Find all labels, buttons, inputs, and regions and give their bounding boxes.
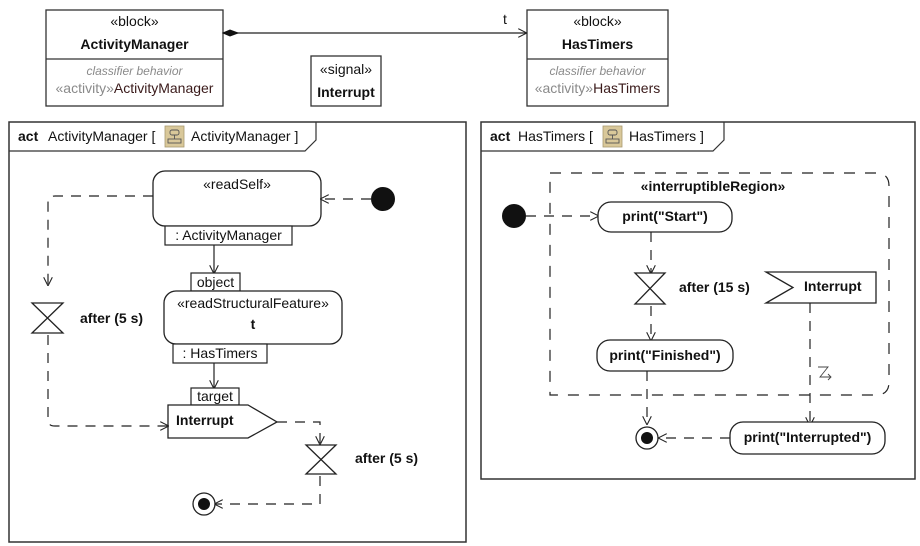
diagram-name: HasTimers [	[518, 128, 593, 144]
classifier-behavior: «activity»HasTimers	[527, 80, 668, 96]
diagram-context[interactable]: HasTimers ]	[629, 128, 704, 144]
diagram-context[interactable]: ActivityManager ]	[191, 128, 299, 144]
diagram-kind: act	[490, 128, 511, 144]
region-label: «interruptibleRegion»	[640, 178, 786, 194]
send-signal-label: Interrupt	[176, 412, 234, 428]
interrupt-lightning-icon	[818, 366, 832, 381]
action-print-finished[interactable]	[596, 339, 734, 372]
diagram-kind: act	[18, 128, 39, 144]
action-label: print("Interrupted")	[743, 429, 872, 445]
block-stereotype: «block»	[573, 13, 622, 29]
block-name: ActivityManager	[80, 36, 189, 52]
accept-event-label: Interrupt	[804, 278, 862, 294]
initial-node-right[interactable]	[502, 204, 526, 228]
behavior-name[interactable]: HasTimers	[593, 80, 661, 96]
block-activity-manager[interactable]	[45, 9, 224, 107]
timer-15s-hourglass[interactable]	[633, 272, 667, 305]
diagram-name: ActivityManager [	[48, 128, 156, 144]
initial-node[interactable]	[371, 187, 395, 211]
action-label: print("Start")	[622, 208, 708, 224]
read-self-output-pin[interactable]	[164, 225, 293, 246]
control-flow-send-to-timer[interactable]	[277, 421, 320, 444]
control-flow-timer-to-final[interactable]	[215, 476, 321, 504]
block-stereotype: «block»	[110, 13, 159, 29]
signal-name: Interrupt	[317, 84, 375, 100]
send-signal-action[interactable]	[167, 404, 279, 439]
pin-label: target	[197, 388, 233, 404]
control-flow-loop-top[interactable]	[48, 195, 153, 285]
timer-right-hourglass[interactable]	[304, 444, 338, 475]
signal-interrupt[interactable]	[310, 55, 382, 107]
behavior-name[interactable]: ActivityManager	[113, 80, 214, 96]
activity-diagram-icon	[602, 125, 623, 148]
activity-final-node-left[interactable]	[192, 492, 216, 516]
classifier-behavior: «activity»ActivityManager	[46, 80, 223, 96]
read-self-stereotype: «readSelf»	[203, 176, 271, 192]
composition-association[interactable]	[221, 29, 526, 37]
block-has-timers[interactable]	[526, 9, 669, 107]
pin-label: : HasTimers	[182, 345, 258, 361]
activity-final-node-right[interactable]	[635, 426, 659, 450]
association-role-label: t	[503, 11, 507, 27]
behavior-stereotype: «activity»	[534, 80, 594, 96]
activity-diagram-icon	[164, 125, 185, 148]
left-diagram-frame	[8, 121, 467, 543]
timer-label: after (5 s)	[80, 310, 144, 326]
timer-left-hourglass[interactable]	[30, 302, 65, 334]
pin-label: : ActivityManager	[175, 227, 282, 243]
action-label: print("Finished")	[609, 347, 721, 363]
action-print-start[interactable]	[597, 201, 733, 233]
block-name: HasTimers	[561, 36, 634, 52]
control-flow-loop-bottom[interactable]	[47, 335, 168, 426]
has-timers-output-pin[interactable]	[172, 343, 268, 364]
read-feature-stereotype: «readStructuralFeature»	[177, 295, 329, 311]
compartment-label: classifier behavior	[86, 64, 183, 78]
timer-label: after (15 s)	[679, 279, 750, 295]
signal-stereotype: «signal»	[319, 61, 373, 77]
read-feature-name: t	[250, 316, 256, 332]
behavior-stereotype: «activity»	[55, 80, 114, 96]
composition-diamond	[221, 29, 240, 37]
right-diagram-frame	[480, 121, 916, 480]
timer-label: after (5 s)	[355, 450, 419, 466]
accept-event-action[interactable]	[763, 271, 877, 304]
compartment-label: classifier behavior	[549, 64, 646, 78]
pin-label: object	[196, 274, 235, 290]
